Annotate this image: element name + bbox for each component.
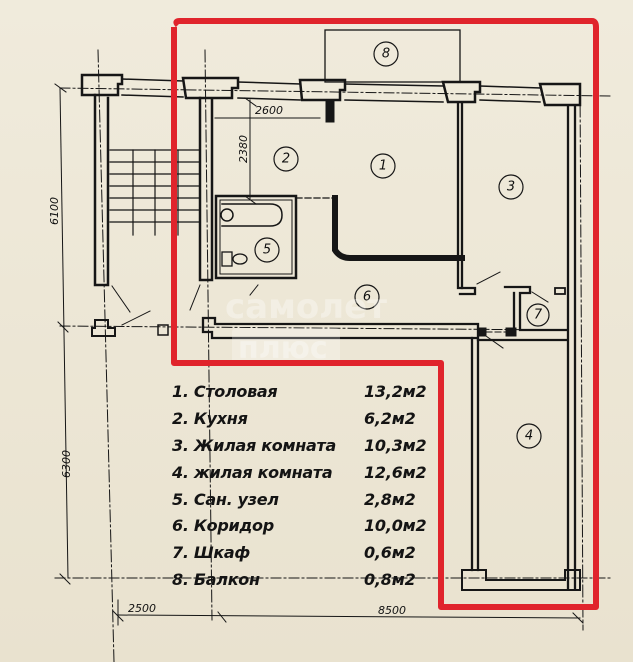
legend-room-area: 0,8м2 (364, 570, 416, 590)
legend-room-name: 6. Коридор (172, 516, 274, 536)
legend-room-name: 3. Жилая комната (172, 435, 336, 455)
legend-row: 5. Сан. узел 2,8м2 (172, 486, 447, 513)
legend-room-name: 2. Кухня (172, 408, 248, 428)
dim-bottom-left: 2500 (128, 602, 156, 615)
apartment-highlight-outline (171, 18, 599, 610)
room-label-1: 1 (379, 159, 387, 174)
room-legend: 1. Столовая 13,2м2 2. Кухня 6,2м2 3. Жил… (172, 378, 447, 593)
legend-room-name: 5. Сан. узел (172, 489, 279, 509)
legend-room-name: 1. Столовая (172, 381, 278, 401)
legend-room-area: 13,2м2 (364, 381, 427, 401)
legend-room-name: 4. жилая комната (172, 462, 333, 482)
legend-room-area: 6,2м2 (364, 408, 416, 428)
room-label-5: 5 (263, 243, 271, 258)
legend-row: 3. Жилая комната 10,3м2 (172, 432, 447, 459)
legend-row: 4. жилая комната 12,6м2 (172, 459, 447, 486)
legend-room-area: 10,3м2 (364, 435, 427, 455)
room-label-8: 8 (382, 47, 390, 62)
legend-row: 8. Балкон 0,8м2 (172, 566, 447, 593)
watermark-box (232, 328, 340, 366)
room-label-2: 2 (282, 152, 290, 167)
legend-room-area: 0,6м2 (364, 543, 416, 563)
dim-top-width: 2600 (255, 104, 283, 117)
legend-row: 6. Коридор 10,0м2 (172, 512, 447, 539)
room-label-3: 3 (507, 180, 515, 195)
room-label-6: 6 (363, 290, 371, 305)
legend-room-name: 8. Балкон (172, 570, 260, 590)
room-label-4: 4 (525, 429, 533, 444)
dim-left-lower: 6300 (60, 450, 73, 478)
dim-kitchen-depth: 2380 (237, 135, 250, 163)
watermark-line-1: самолет (225, 287, 387, 327)
legend-row: 1. Столовая 13,2м2 (172, 378, 447, 405)
dim-left-upper: 6100 (48, 197, 61, 225)
legend-row: 7. Шкаф 0,6м2 (172, 539, 447, 566)
dim-bottom-right: 8500 (378, 604, 406, 617)
legend-room-area: 2,8м2 (364, 489, 416, 509)
legend-room-area: 12,6м2 (364, 462, 427, 482)
room-label-7: 7 (534, 308, 543, 323)
legend-room-name: 7. Шкаф (172, 543, 250, 563)
legend-row: 2. Кухня 6,2м2 (172, 405, 447, 432)
legend-room-area: 10,0м2 (364, 516, 427, 536)
